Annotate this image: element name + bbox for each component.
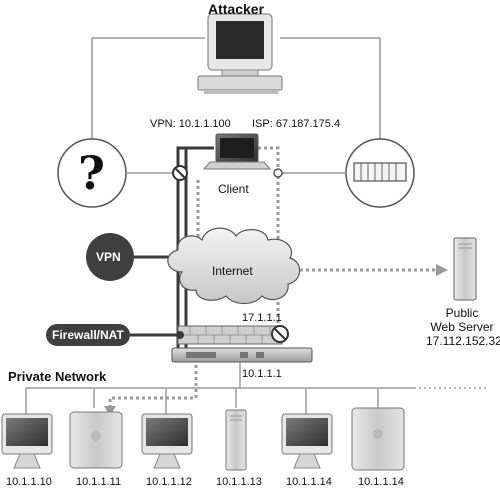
firewall-badge-label: Firewall/NAT	[52, 328, 124, 342]
internet-label: Internet	[212, 264, 253, 278]
vpn-badge	[86, 233, 134, 281]
router-icon	[171, 347, 313, 363]
host-ip: 10.1.1.14	[286, 476, 332, 488]
attacker-label: Attacker	[208, 1, 265, 17]
private-network-bus	[25, 387, 488, 414]
web-server-line2: Web Server	[430, 320, 494, 334]
tap-point-icon	[273, 168, 283, 178]
host-ip: 10.1.1.11	[76, 476, 122, 488]
vpn-badge-label: VPN	[96, 250, 121, 264]
web-server-ip: 17.112.152.32	[426, 334, 500, 348]
host-imac-icon	[1, 413, 53, 469]
web-server-icon	[453, 237, 477, 301]
firewall-icon	[177, 325, 283, 345]
internet-cloud-icon	[167, 227, 301, 305]
host-tower-icon	[69, 411, 123, 469]
attacker-computer-icon	[197, 13, 283, 94]
firewall-badge	[46, 324, 130, 346]
route-arrow-down-icon	[104, 406, 116, 416]
packet-sniffer-icon	[345, 138, 415, 208]
web-server-label: Public Web Server 17.112.152.32	[426, 306, 500, 348]
firewall-block-icon	[271, 325, 289, 343]
firewall-private-ip: 10.1.1.1	[242, 368, 282, 380]
blocked-icon	[172, 165, 188, 181]
route-arrow-icon	[436, 264, 448, 276]
host-ip: 10.1.1.14	[358, 476, 404, 488]
client-laptop-icon	[202, 133, 272, 170]
question-mark: ?	[78, 146, 105, 200]
host-imac-icon	[281, 413, 333, 469]
attacker-links	[91, 37, 381, 140]
host-imac-icon	[141, 413, 193, 469]
host-tower-icon	[351, 407, 405, 471]
host-ip: 10.1.1.12	[146, 476, 192, 488]
firewall-public-ip: 17.1.1.1	[242, 312, 282, 324]
web-server-line1: Public	[445, 306, 479, 320]
host-server-icon	[225, 409, 247, 471]
host-ip: 10.1.1.10	[6, 476, 52, 488]
client-label: Client	[218, 182, 249, 196]
firewall-junction-icon	[176, 331, 184, 339]
vpn-address: VPN: 10.1.1.100	[150, 118, 231, 130]
private-network-label: Private Network	[8, 369, 107, 384]
host-ip: 10.1.1.13	[216, 476, 262, 488]
isp-address: ISP: 67.187.175.4	[252, 118, 341, 130]
